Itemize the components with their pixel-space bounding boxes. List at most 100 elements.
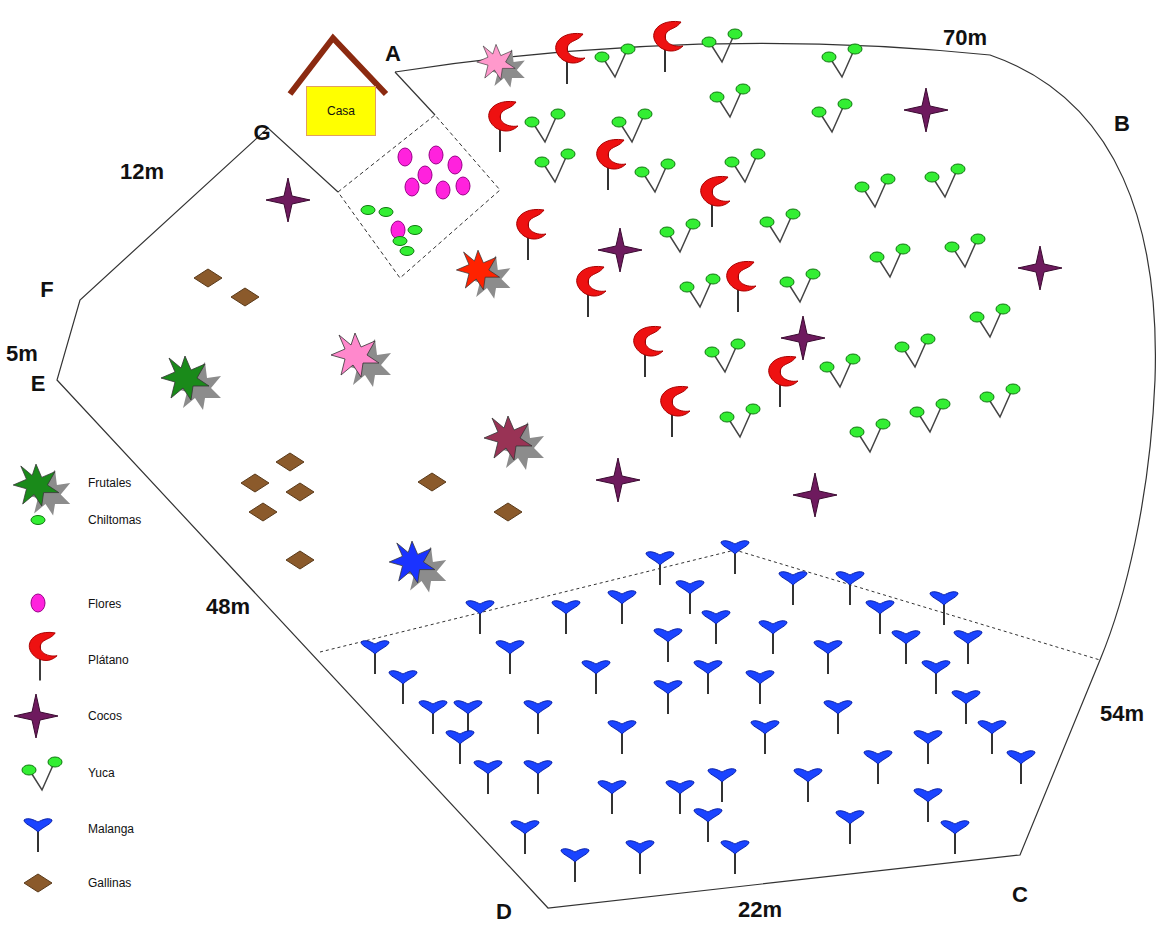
malanga-plant bbox=[952, 691, 980, 724]
malanga-plant bbox=[598, 781, 626, 814]
yuca-plant bbox=[660, 219, 700, 252]
yuca-plant bbox=[925, 164, 965, 197]
malanga-plant bbox=[676, 581, 704, 614]
malanga-plant bbox=[694, 661, 722, 694]
house-label: Casa bbox=[327, 104, 355, 118]
malanga-plant bbox=[978, 721, 1006, 754]
malanga-plant bbox=[626, 841, 654, 874]
banana-plant bbox=[701, 176, 730, 227]
hen-marker bbox=[286, 551, 314, 569]
malanga-plant bbox=[1007, 751, 1035, 784]
malanga-plant bbox=[654, 629, 682, 662]
fruit-tree bbox=[331, 333, 391, 387]
legend-hen-icon bbox=[24, 874, 52, 892]
fruit-tree bbox=[484, 416, 544, 470]
yuca-plant bbox=[612, 109, 652, 142]
banana-plant bbox=[489, 101, 518, 152]
malanga-plant bbox=[708, 769, 736, 802]
yuca-plant bbox=[820, 354, 860, 387]
dimension: 48m bbox=[206, 596, 250, 618]
dimension: 70m bbox=[943, 27, 987, 49]
yuca-plant bbox=[760, 209, 800, 242]
malanga-plant bbox=[864, 751, 892, 784]
malanga-plant bbox=[466, 601, 494, 634]
pepper-plant bbox=[361, 206, 375, 215]
coconut-tree bbox=[598, 228, 642, 272]
yuca-plant bbox=[910, 399, 950, 432]
fruit-tree bbox=[477, 44, 525, 87]
malanga-plant bbox=[922, 661, 950, 694]
hen-marker bbox=[249, 503, 277, 521]
banana-plant bbox=[634, 326, 663, 377]
banana-plant bbox=[517, 209, 546, 260]
banana-plant bbox=[597, 139, 626, 190]
malanga-plant bbox=[694, 809, 722, 842]
malanga-plant bbox=[930, 592, 958, 625]
dimension: 5m bbox=[6, 343, 38, 365]
vertex-letter: B bbox=[1114, 113, 1130, 135]
legend-pepper-icon bbox=[31, 516, 45, 525]
malanga-plant bbox=[914, 789, 942, 822]
fruit-tree bbox=[13, 464, 70, 515]
malanga-plant bbox=[954, 631, 982, 664]
legend-text: Gallinas bbox=[88, 877, 131, 889]
malanga-plant bbox=[702, 611, 730, 644]
vertex-letter: E bbox=[31, 373, 46, 395]
flower bbox=[418, 166, 432, 184]
fruit-tree bbox=[161, 356, 221, 410]
malanga-plant bbox=[561, 849, 589, 882]
yuca-plant bbox=[822, 44, 862, 77]
hen-marker bbox=[241, 474, 269, 492]
yuca-plant bbox=[855, 174, 895, 207]
flower bbox=[429, 146, 443, 164]
banana-plant bbox=[661, 386, 690, 437]
yuca-plant bbox=[812, 99, 852, 132]
legend-yuca-icon bbox=[22, 757, 62, 790]
vertex-letter: G bbox=[253, 122, 270, 144]
malanga-plant bbox=[836, 572, 864, 605]
dimension: 54m bbox=[1100, 703, 1144, 725]
banana-plant bbox=[654, 21, 683, 72]
banana-plant bbox=[556, 33, 585, 84]
malanga-plant bbox=[892, 631, 920, 664]
flower bbox=[398, 148, 412, 166]
vertex-letter: A bbox=[385, 43, 401, 65]
pepper-plant bbox=[408, 226, 422, 235]
flower bbox=[456, 177, 470, 195]
malanga-plant bbox=[646, 552, 674, 585]
legend-text: Cocos bbox=[88, 710, 122, 722]
pepper-plant bbox=[393, 237, 407, 246]
vertex-letter: F bbox=[40, 279, 53, 301]
malanga-plant bbox=[389, 671, 417, 704]
malanga-plant bbox=[511, 821, 539, 854]
malanga-plant bbox=[746, 671, 774, 704]
house-box: Casa bbox=[306, 86, 376, 136]
malanga-plant bbox=[474, 761, 502, 794]
malanga-plant bbox=[608, 591, 636, 624]
malanga-plant bbox=[666, 781, 694, 814]
malanga-plant bbox=[654, 681, 682, 714]
hen-marker bbox=[286, 483, 314, 501]
hen-marker bbox=[276, 453, 304, 471]
banana-plant bbox=[727, 261, 756, 312]
yuca-plant bbox=[870, 244, 910, 277]
hen-marker bbox=[231, 288, 259, 306]
hen-marker bbox=[194, 269, 222, 287]
malanga-plant bbox=[446, 731, 474, 764]
vertex-letter: C bbox=[1012, 884, 1028, 906]
hen-marker bbox=[418, 473, 446, 491]
malanga-plant bbox=[914, 731, 942, 764]
yuca-plant bbox=[780, 269, 820, 302]
malanga-plant bbox=[721, 841, 749, 874]
yuca-plant bbox=[945, 234, 985, 267]
legend-text: Plátano bbox=[88, 654, 129, 666]
fruit-tree bbox=[456, 250, 510, 299]
malanga-plant bbox=[866, 601, 894, 634]
coconut-tree bbox=[904, 88, 948, 132]
malanga-plant bbox=[794, 769, 822, 802]
flower bbox=[405, 178, 419, 196]
legend-text: Chiltomas bbox=[88, 514, 141, 526]
legend-banana-icon bbox=[29, 632, 57, 680]
yuca-plant bbox=[595, 44, 635, 77]
